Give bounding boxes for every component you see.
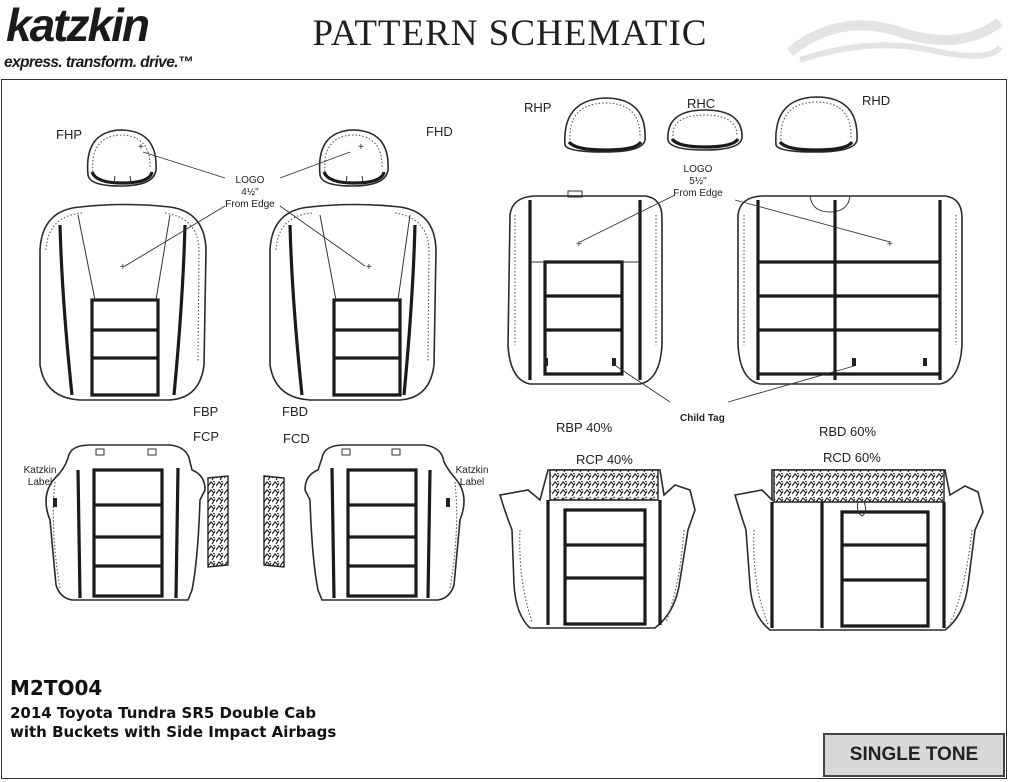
headrest-rear-center bbox=[667, 109, 743, 151]
label-rhc: RHC bbox=[687, 96, 715, 111]
front-logo-line2: 4½" bbox=[241, 187, 259, 198]
svg-text:+: + bbox=[887, 239, 893, 250]
label-rbd: RBD 60% bbox=[819, 424, 877, 439]
label-rhp: RHP bbox=[524, 100, 551, 115]
rear-logo-leaders bbox=[579, 194, 891, 243]
label-fbp: FBP bbox=[193, 404, 218, 419]
model-code: M2TO04 bbox=[10, 676, 103, 700]
seat-cushion-front-driver bbox=[304, 444, 465, 601]
headrest-rear-passenger bbox=[564, 97, 646, 153]
label-fbd: FBD bbox=[282, 404, 308, 419]
ghost-watermark-graphic bbox=[786, 17, 1003, 63]
svg-text:+: + bbox=[576, 239, 582, 250]
brand-name: katzkin bbox=[6, 0, 150, 51]
label-rcp: RCP 40% bbox=[576, 452, 633, 467]
katzkin-label-left-line2: Label bbox=[28, 477, 52, 488]
seat-back-front-driver: + bbox=[269, 203, 437, 401]
rear-logo-line3: From Edge bbox=[673, 188, 723, 199]
label-fhp: FHP bbox=[56, 127, 82, 142]
label-rbp: RBP 40% bbox=[556, 420, 613, 435]
label-fcp: FCP bbox=[193, 429, 219, 444]
svg-text:+: + bbox=[138, 142, 144, 153]
document-title: PATTERN SCHEMATIC bbox=[312, 13, 708, 54]
seat-back-rear-passenger: + bbox=[507, 190, 663, 385]
airbag-panel-front-passenger bbox=[207, 475, 229, 568]
svg-text:+: + bbox=[120, 262, 126, 273]
svg-text:+: + bbox=[358, 142, 364, 153]
vehicle-line-1: 2014 Toyota Tundra SR5 Double Cab bbox=[10, 704, 317, 722]
front-logo-line1: LOGO bbox=[236, 175, 265, 186]
seat-cushion-rear-driver bbox=[733, 469, 984, 631]
label-fhd: FHD bbox=[426, 124, 453, 139]
seat-back-rear-driver: + bbox=[737, 195, 963, 385]
seat-cushion-rear-passenger bbox=[498, 469, 696, 629]
vehicle-line-2: with Buckets with Side Impact Airbags bbox=[10, 723, 337, 741]
front-logo-line3: From Edge bbox=[225, 199, 275, 210]
tone-badge: SINGLE TONE bbox=[823, 733, 1005, 777]
headrest-rear-driver bbox=[775, 96, 858, 153]
airbag-panel-front-driver bbox=[263, 475, 285, 568]
child-tag-leaders bbox=[615, 365, 855, 403]
katzkin-label-right-line2: Label bbox=[460, 477, 484, 488]
headrest-front-passenger: + bbox=[86, 129, 157, 187]
label-rcd: RCD 60% bbox=[823, 450, 881, 465]
brand-tagline: express. transform. drive.™ bbox=[4, 54, 193, 71]
katzkin-label-left-line1: Katzkin bbox=[24, 465, 57, 476]
rear-logo-line2: 5½" bbox=[689, 176, 707, 187]
katzkin-label-right-line1: Katzkin bbox=[456, 465, 489, 476]
schematic-frame bbox=[1, 79, 1007, 779]
headrest-front-driver: + bbox=[318, 129, 389, 187]
label-rhd: RHD bbox=[862, 93, 890, 108]
svg-text:+: + bbox=[366, 262, 372, 273]
rear-logo-line1: LOGO bbox=[684, 164, 713, 175]
brand-logo: katzkin express. transform. drive.™ bbox=[4, 0, 214, 76]
seat-cushion-front-passenger bbox=[45, 444, 206, 601]
seat-back-front-passenger: + bbox=[39, 203, 207, 401]
label-child-tag: Child Tag bbox=[680, 413, 725, 424]
label-fcd: FCD bbox=[283, 431, 310, 446]
front-logo-leaders bbox=[124, 151, 366, 267]
vehicle-description: 2014 Toyota Tundra SR5 Double Cab with B… bbox=[10, 704, 336, 742]
